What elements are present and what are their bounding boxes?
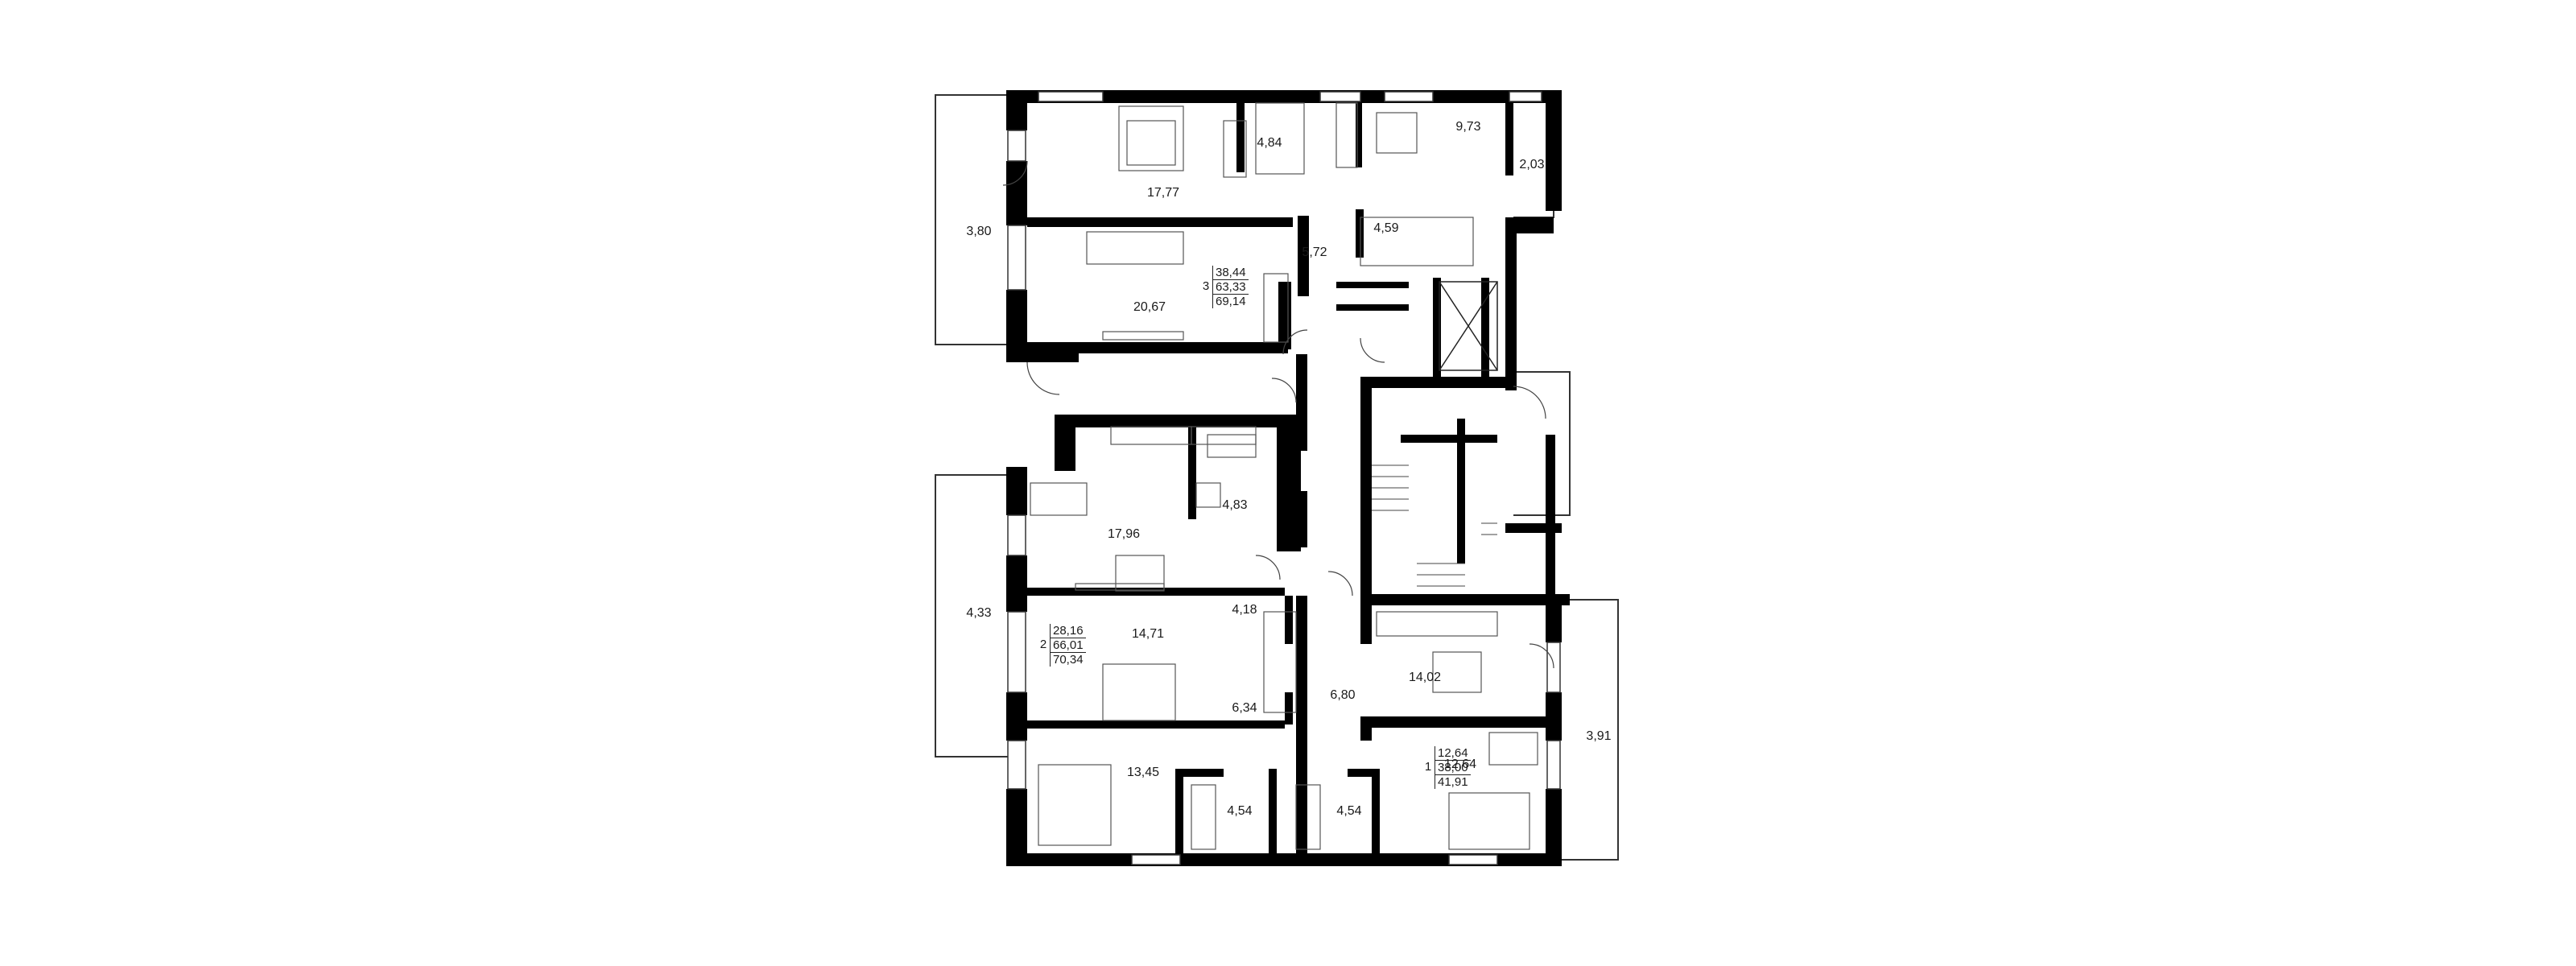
- apartment-living-area: 38,44: [1213, 266, 1249, 280]
- apartment-total-area: 63,33: [1213, 280, 1249, 295]
- room-area-loggia-top-left: 3,80: [966, 225, 992, 238]
- apartment-total-with-loggia: 41,91: [1438, 775, 1468, 789]
- windows: [1007, 91, 1561, 865]
- room-area-hall-mid: 4,18: [1232, 603, 1257, 617]
- room-area-hall-top: 4,59: [1373, 221, 1399, 235]
- room-area-living-mid: 14,71: [1131, 627, 1165, 641]
- apartment-living-area: 28,16: [1051, 624, 1086, 638]
- room-area-bath-bottom-left: 4,54: [1227, 804, 1253, 818]
- apartment-areas: 12,64 38,00 41,91: [1435, 746, 1471, 789]
- room-area-bath-top: 4,84: [1257, 136, 1282, 150]
- stairs: [1372, 464, 1497, 587]
- room-area-bath-mid: 4,83: [1222, 498, 1248, 512]
- room-area-living-top: 20,67: [1133, 300, 1166, 314]
- room-area-loggia-right: 3,91: [1586, 729, 1612, 743]
- room-area-kitchen-top: 9,73: [1455, 120, 1481, 134]
- apartment-total-area: 38,00: [1435, 761, 1471, 775]
- furniture: [1030, 102, 1538, 850]
- apartment-total-with-loggia: 70,34: [1053, 653, 1084, 667]
- apartment-areas: 28,16 66,01 70,34: [1050, 624, 1086, 667]
- apartment-areas: 38,44 63,33 69,14: [1212, 266, 1249, 308]
- room-area-bath-bottom-right: 4,54: [1336, 804, 1362, 818]
- apartment-total-area: 66,01: [1051, 638, 1086, 653]
- apartment-room-count: 3: [1202, 279, 1210, 293]
- apartment-living-area: 12,64: [1435, 746, 1471, 761]
- walls: [1006, 90, 1570, 866]
- room-area-corridor-mid: 6,34: [1232, 701, 1257, 715]
- room-area-bedroom-top: 17,77: [1146, 186, 1180, 200]
- doors: [1002, 160, 1554, 669]
- room-area-corridor-top: 5,72: [1302, 246, 1327, 259]
- room-area-loggia-mid-left: 4,33: [966, 606, 992, 620]
- room-area-kitchen-mid: 17,96: [1107, 527, 1141, 541]
- apartment-total-with-loggia: 69,14: [1216, 295, 1246, 308]
- room-area-room-right: 12,64: [1443, 758, 1477, 771]
- apartment-room-count: 2: [1039, 638, 1047, 651]
- elevator: [1439, 281, 1498, 371]
- room-area-corridor-right: 6,80: [1330, 688, 1356, 702]
- apartment-room-count: 1: [1424, 760, 1432, 774]
- room-area-kitchen-right: 14,02: [1408, 671, 1442, 684]
- room-area-bedroom-mid: 13,45: [1126, 766, 1160, 779]
- room-area-balcony-small: 2,03: [1519, 158, 1545, 171]
